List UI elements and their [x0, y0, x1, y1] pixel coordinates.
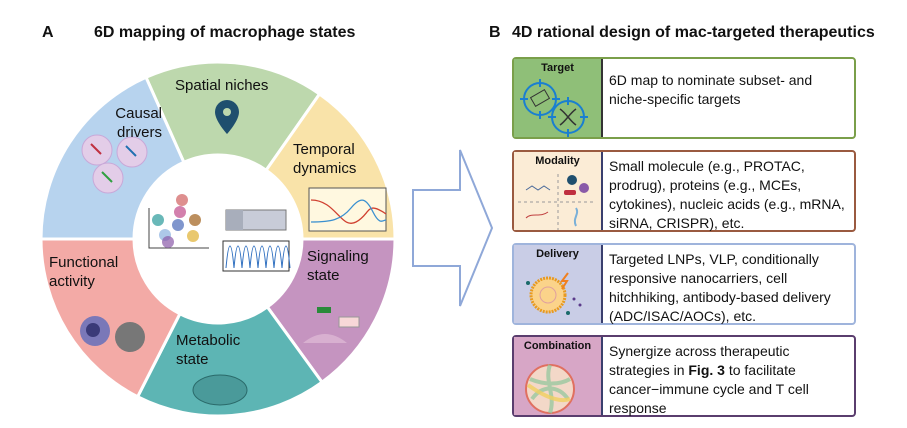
- panel-b-title: 4D rational design of mac-targeted thera…: [512, 24, 875, 41]
- segment-label-causal: Causal drivers: [115, 105, 162, 141]
- right-arrow-icon: [412, 149, 494, 307]
- cell-membrane-icon: [303, 334, 347, 343]
- segment-metabolic: [135, 304, 325, 418]
- chord-diagram-icon: [525, 364, 575, 414]
- temporal-curve-red: [310, 199, 387, 224]
- location-pin-hole: [223, 108, 231, 116]
- location-pin-icon: [215, 100, 239, 134]
- target-crosshair-icon: [520, 79, 588, 137]
- macrophage-ring: [39, 60, 397, 418]
- umap-cluster: [189, 214, 201, 226]
- mitochondrion-icon: [192, 374, 248, 406]
- crispr-cut-icon: [90, 143, 102, 155]
- modality-description: Small molecule (e.g., PROTAC, prodrug), …: [609, 158, 845, 231]
- segment-causal: [39, 75, 186, 241]
- chromatogram-trace: [225, 245, 291, 269]
- umap-cluster: [174, 206, 186, 218]
- slide-label: [226, 210, 243, 230]
- segment-label-temporal: Temporal dynamics: [293, 141, 357, 177]
- crispr-cut-icon: [125, 145, 137, 157]
- kinase-icon: [338, 316, 360, 328]
- umap-cluster: [172, 219, 184, 231]
- umap-cluster: [187, 230, 199, 242]
- delivery-description: Targeted LNPs, VLP, conditionally respon…: [609, 251, 831, 324]
- fig3-reference[interactable]: Fig. 3: [688, 362, 725, 378]
- combination-description: Synergize across therapeutic strategies …: [609, 343, 809, 416]
- temporal-chart-icon: [308, 187, 387, 232]
- segment-functional: [39, 237, 182, 399]
- crispr-cut-icon: [101, 171, 113, 183]
- temporal-curve-blue: [310, 199, 387, 223]
- target-description: 6D map to nominate subset- and niche-spe…: [609, 72, 813, 107]
- segment-label-signaling: Signaling state: [307, 248, 369, 284]
- segment-label-spatial: Spatial niches: [175, 77, 269, 94]
- segment-label-functional: Functional activity: [49, 254, 119, 290]
- segment-signaling: [265, 237, 397, 385]
- umap-axes: [148, 208, 209, 249]
- nanoparticle-icon: [526, 272, 582, 315]
- row-modality: Modality Small molecule (e.g., PROTAC, p…: [512, 150, 856, 232]
- panel-a-letter: A: [42, 24, 54, 41]
- segment-label-metabolic: Metabolic state: [176, 332, 241, 368]
- label-modality: Modality: [514, 152, 603, 230]
- apoptotic-cell-icon: [115, 322, 145, 352]
- panel-b-letter: B: [489, 24, 501, 41]
- panel-a-title: 6D mapping of macrophage states: [94, 24, 356, 41]
- row-target: Target 6D map to nominate subset- and ni…: [512, 57, 856, 139]
- umap-cluster: [176, 194, 188, 206]
- macrophage-nucleus: [86, 323, 100, 337]
- row-combination: Combination Synergize across therapeutic…: [512, 335, 856, 417]
- label-combination: Combination: [514, 337, 603, 415]
- umap-cluster: [152, 214, 164, 226]
- modality-icon: [518, 174, 596, 230]
- row-delivery: Delivery Targeted LNPs, VLP, conditional…: [512, 243, 856, 325]
- label-target: Target: [514, 59, 603, 137]
- receptor-icon: [317, 307, 331, 313]
- umap-cluster: [162, 236, 174, 248]
- label-delivery: Delivery: [514, 245, 603, 323]
